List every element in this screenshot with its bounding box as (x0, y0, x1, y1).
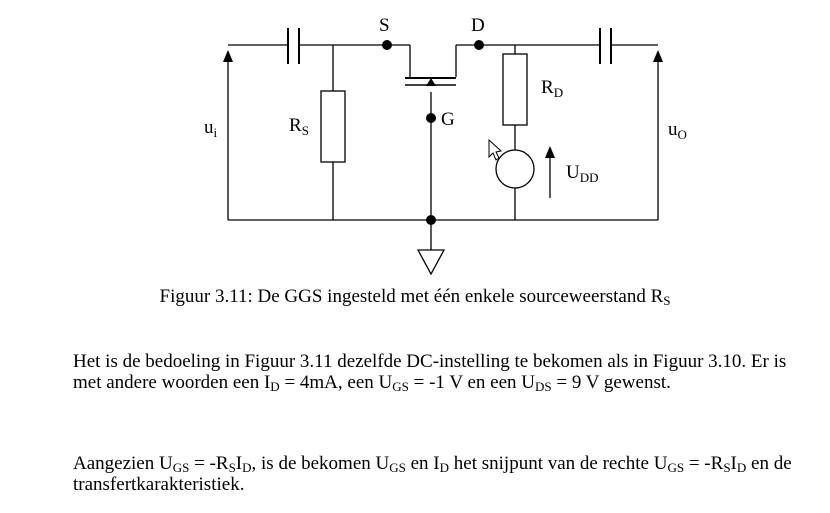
paragraph-intersection: Aangezien UGS = -RSID, is de bekomen UGS… (73, 453, 792, 495)
label-input-voltage: ui (204, 117, 218, 140)
label-output-voltage: uO (668, 119, 687, 142)
source-terminal-dot (382, 40, 392, 50)
label-source-resistor: RS (289, 115, 309, 138)
mouse-cursor-icon (488, 138, 503, 161)
input-arrowhead (223, 50, 233, 62)
gate-terminal-dot (426, 113, 436, 123)
label-drain: D (471, 15, 485, 36)
ggs-circuit-diagram: S D G ui uO RS RD UDD (204, 15, 687, 276)
label-drain-resistor: RD (541, 77, 563, 100)
ground-junction-dot (426, 215, 436, 225)
output-arrowhead (653, 50, 663, 62)
figure-caption: Figuur 3.11: De GGS ingesteld met één en… (159, 286, 671, 308)
supply-arrowhead (545, 146, 555, 158)
label-gate: G (441, 109, 455, 130)
drain-resistor (502, 53, 528, 126)
drain-terminal-dot (474, 40, 484, 50)
fet-arrow-icon (426, 78, 436, 86)
label-source: S (379, 15, 390, 36)
source-resistor (320, 90, 346, 163)
label-supply-voltage: UDD (566, 162, 599, 185)
ground-symbol (416, 249, 446, 276)
paragraph-dc-setting: Het is de bedoeling in Figuur 3.11 dezel… (73, 351, 787, 394)
supply-source-symbol (495, 149, 535, 189)
